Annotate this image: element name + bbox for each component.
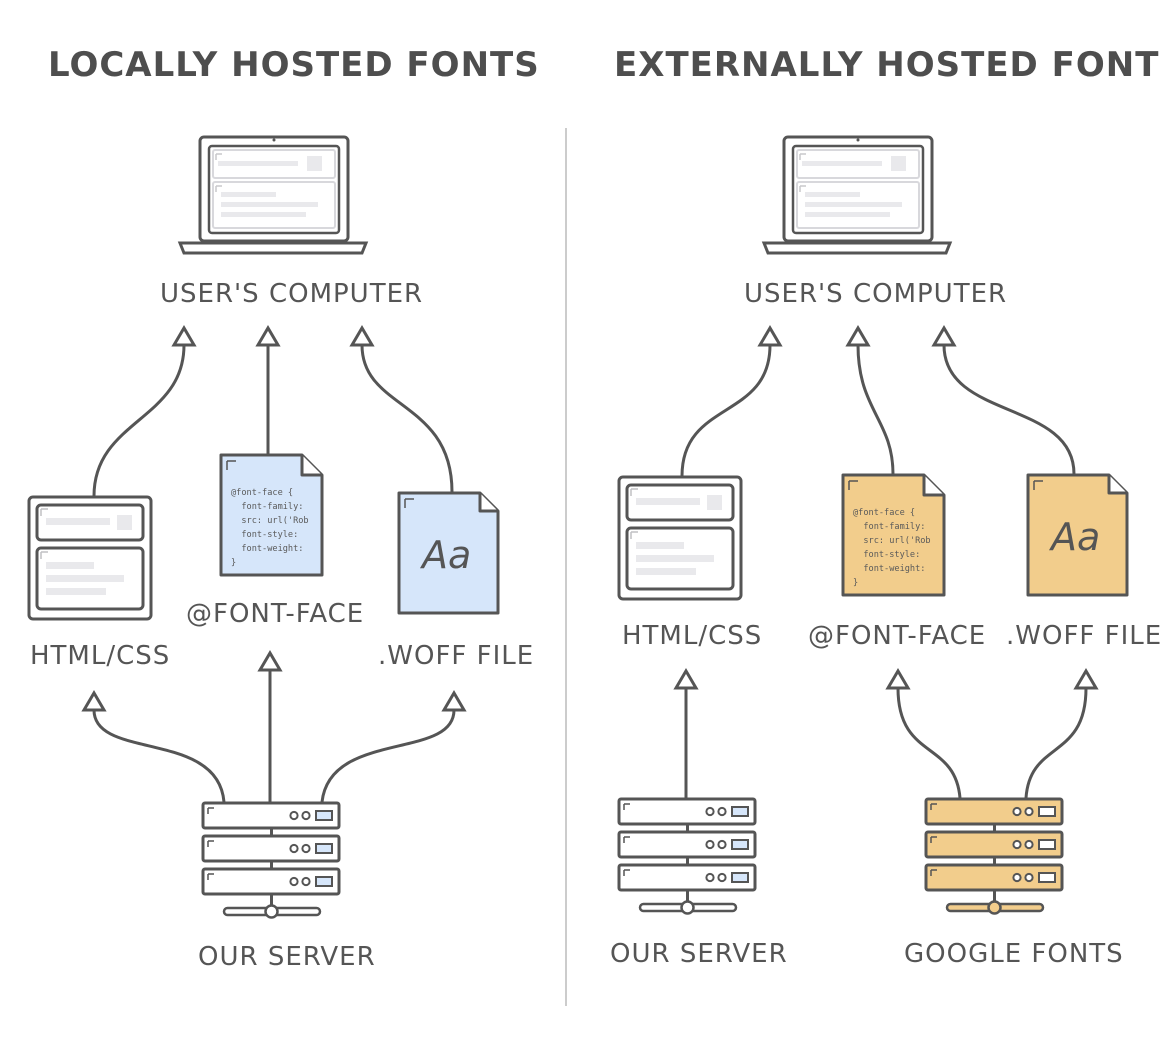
arrow-icon [931, 325, 957, 347]
right-server-label: OUR SERVER [610, 939, 788, 969]
right-woff-label: .WOFF FILE [1006, 621, 1160, 651]
arrow-icon [885, 668, 911, 690]
left-panel: USER'S COMPUTER HTML/CSS @font-face [27, 135, 534, 972]
code-line: font-weight: [231, 544, 303, 554]
code-line: font-style: [853, 550, 920, 560]
woff-glyph: Aa [419, 533, 471, 577]
arrow-woff-to-computer [942, 343, 1076, 476]
left-fontface-label: @FONT-FACE [186, 599, 364, 629]
server-icon [924, 797, 1064, 915]
arrow-google-to-woff [1024, 686, 1088, 800]
code-line: } [853, 578, 858, 588]
laptop-icon [177, 135, 369, 255]
right-computer-label: USER'S COMPUTER [744, 279, 1007, 309]
arrow-icon [171, 325, 197, 347]
code-line: @font-face { [853, 508, 915, 518]
arrow-icon [673, 668, 699, 690]
arrow-html-to-computer [92, 343, 186, 498]
arrow-server-to-html [92, 708, 226, 804]
google-fonts-label: GOOGLE FONTS [904, 939, 1124, 969]
code-line: } [231, 558, 236, 568]
code-line: font-family: [231, 502, 303, 512]
code-line: src: url('Rob [853, 536, 931, 546]
woff-glyph: Aa [1048, 515, 1100, 559]
arrow-icon [255, 325, 281, 347]
left-title: LOCALLY HOSTED FONTS [48, 45, 540, 85]
arrow-woff-to-computer [360, 343, 454, 494]
left-server-label: OUR SERVER [198, 942, 376, 972]
arrow-icon [257, 650, 283, 672]
right-html-label: HTML/CSS [622, 621, 762, 651]
arrow-icon [757, 325, 783, 347]
webpage-icon [27, 495, 153, 621]
right-fontface-label: @FONT-FACE [808, 621, 986, 651]
left-computer-label: USER'S COMPUTER [160, 279, 423, 309]
left-html-label: HTML/CSS [30, 641, 170, 671]
right-panel: USER'S COMPUTER HTML/CSS @font-face [610, 135, 1160, 969]
arrow-fontface-to-computer [856, 343, 895, 476]
arrow-html-to-computer [680, 343, 772, 478]
webpage-icon [617, 475, 743, 601]
font-file-icon: Aa [1026, 473, 1129, 597]
code-line: font-style: [231, 530, 298, 540]
arrow-server-to-woff [320, 708, 456, 804]
arrow-icon [845, 325, 871, 347]
document-icon: @font-face { font-family: src: url('Rob … [841, 473, 946, 597]
code-line: @font-face { [231, 488, 293, 498]
font-file-icon: Aa [397, 491, 500, 615]
document-icon: @font-face { font-family: src: url('Rob … [219, 453, 324, 577]
code-line: src: url('Rob [231, 516, 309, 526]
code-line: font-weight: [853, 564, 925, 574]
arrow-icon [81, 690, 107, 712]
arrow-icon [1073, 668, 1099, 690]
arrow-icon [349, 325, 375, 347]
left-woff-label: .WOFF FILE [378, 641, 534, 671]
code-line: font-family: [853, 522, 925, 532]
server-icon [617, 797, 757, 915]
arrow-icon [441, 690, 467, 712]
laptop-icon [761, 135, 953, 255]
arrow-google-to-fontface [896, 686, 962, 800]
right-title: EXTERNALLY HOSTED FONTS [614, 45, 1160, 85]
server-icon [201, 801, 341, 919]
